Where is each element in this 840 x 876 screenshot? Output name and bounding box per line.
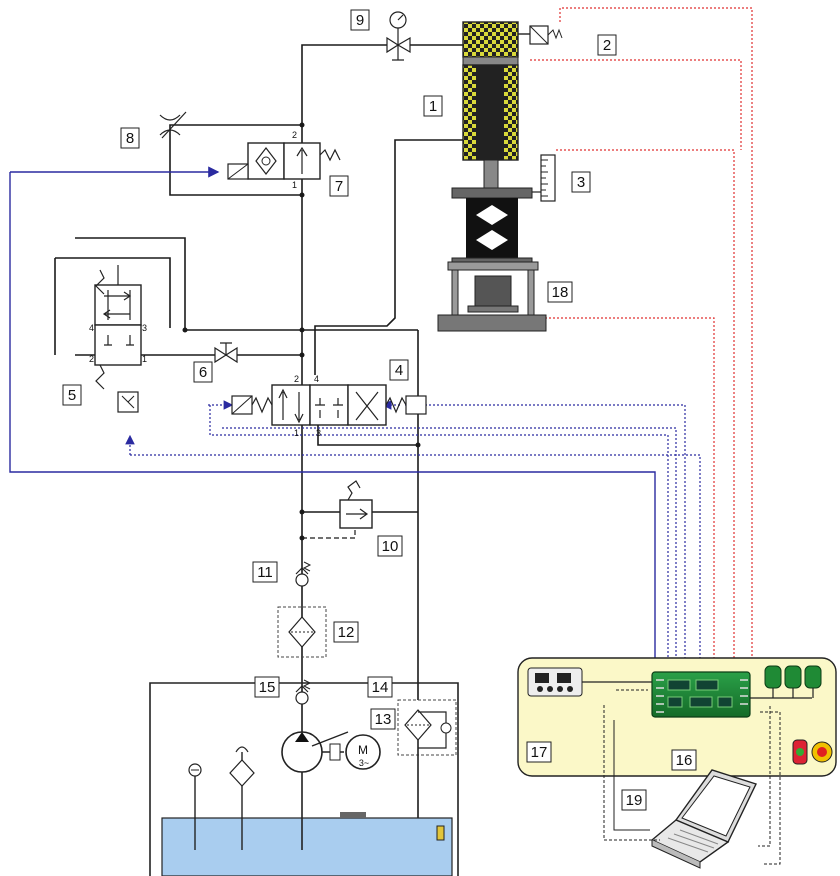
- pump-14: [281, 731, 349, 850]
- component-label-16: 16: [676, 752, 693, 769]
- relief-valve-10[interactable]: [339, 480, 373, 529]
- valve-7[interactable]: [227, 142, 341, 180]
- reservoir: [149, 682, 459, 876]
- valve4-port-2: 2: [294, 374, 299, 384]
- component-label-2: 2: [603, 37, 611, 54]
- valve-4[interactable]: [231, 384, 427, 426]
- component-label-box-1: [423, 95, 443, 117]
- valve4-port-1: 1: [294, 428, 299, 438]
- component-label-box-13: [370, 708, 396, 730]
- component-label-5: 5: [68, 387, 76, 404]
- control-lines-blue: [9, 166, 656, 668]
- component-label-box-8: [120, 127, 140, 149]
- component-label-box-16: [671, 749, 697, 771]
- motor-label: M: [358, 743, 368, 757]
- component-label-box-14: [367, 676, 393, 698]
- component-label-box-5: [62, 384, 82, 406]
- electric-motor: M 3~: [345, 734, 381, 770]
- sensor-lines-red: [530, 7, 761, 680]
- test-specimen: [451, 187, 533, 267]
- component-label-7: 7: [335, 178, 343, 195]
- component-label-13: 13: [375, 711, 392, 728]
- valve5-port-2: 2: [89, 354, 94, 364]
- gauge-valve[interactable]: [386, 11, 411, 61]
- component-label-12: 12: [338, 624, 355, 641]
- component-label-box-18: [547, 281, 573, 303]
- laptop: [603, 705, 781, 869]
- component-label-17: 17: [531, 744, 548, 761]
- valve7-port-2: 2: [292, 130, 297, 140]
- valve5-port-3: 3: [142, 323, 147, 333]
- component-label-box-10: [377, 535, 403, 557]
- valve-6[interactable]: [214, 342, 238, 364]
- component-label-18: 18: [552, 284, 569, 301]
- pilot-line: [302, 530, 356, 539]
- component-label-box-4: [389, 359, 409, 381]
- component-label-box-17: [526, 741, 552, 763]
- component-label-3: 3: [577, 174, 585, 191]
- port-labels: 2 4 1 3 4 3 2 1 2 1: [89, 130, 321, 438]
- component-label-box-11: [252, 561, 278, 583]
- component-label-box-19: [621, 789, 647, 811]
- position-sensor: [532, 154, 556, 202]
- component-label-4: 4: [395, 362, 403, 379]
- component-label-14: 14: [372, 679, 389, 696]
- load-frame: [437, 261, 547, 332]
- motor-sub-label: 3~: [359, 758, 369, 768]
- control-lines-dotted: [125, 400, 701, 668]
- component-label-box-9: [350, 9, 370, 31]
- component-label-19: 19: [626, 792, 643, 809]
- filter-13: [397, 699, 457, 800]
- component-label-15: 15: [259, 679, 276, 696]
- valve5-port-4: 4: [89, 323, 94, 333]
- component-label-1: 1: [429, 98, 437, 115]
- check-valve-11: [295, 561, 312, 587]
- component-label-box-3: [571, 171, 591, 193]
- cylinder[interactable]: [462, 21, 519, 189]
- component-label-10: 10: [382, 538, 399, 555]
- component-label-box-12: [333, 621, 359, 643]
- controller-panel[interactable]: [517, 657, 837, 777]
- valve5-port-1: 1: [142, 354, 147, 364]
- component-label-9: 9: [356, 12, 364, 29]
- component-label-6: 6: [199, 364, 207, 381]
- valve-5[interactable]: [94, 265, 142, 413]
- throttle-8[interactable]: [159, 111, 187, 139]
- junction-dots: [182, 122, 421, 541]
- filter-12: [277, 606, 327, 658]
- pressure-transducer: [518, 25, 563, 45]
- component-label-box-2: [597, 34, 617, 56]
- component-label-8: 8: [126, 130, 134, 147]
- check-valve-15: [295, 679, 312, 705]
- valve4-port-4: 4: [314, 374, 319, 384]
- valve4-port-3: 3: [316, 428, 321, 438]
- component-label-box-7: [329, 175, 349, 197]
- valve7-port-1: 1: [292, 180, 297, 190]
- component-label-box-15: [254, 676, 280, 698]
- component-label-11: 11: [257, 564, 273, 581]
- component-label-box-6: [193, 361, 213, 383]
